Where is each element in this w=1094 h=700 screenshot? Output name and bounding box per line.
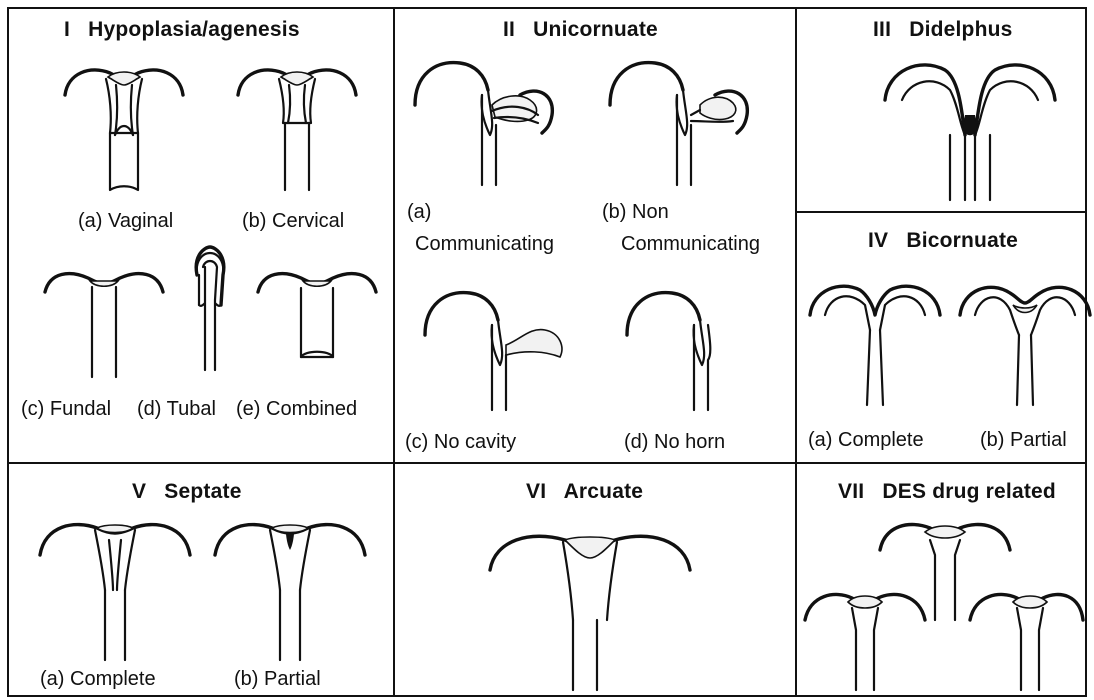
uterus-icon-unicornuate-no-cavity (420, 285, 580, 425)
panel-title-didelphus: III Didelphus (873, 18, 1013, 42)
uterus-icon-cervical (233, 55, 363, 205)
label-communicating: Communicating (415, 232, 554, 256)
label-combined: (e) Combined (236, 397, 357, 421)
uterus-icon-tubal (185, 245, 235, 400)
uterus-icon-unicornuate-communicating (410, 55, 570, 205)
panel-title-hypoplasia: I Hypoplasia/agenesis (64, 18, 300, 42)
label-cervical: (b) Cervical (242, 209, 344, 233)
uterus-icon-vaginal (60, 55, 190, 205)
label-fundal: (c) Fundal (21, 397, 111, 421)
uterus-icon-arcuate (485, 510, 695, 700)
label-bicornuate-partial: (b) Partial (980, 428, 1067, 452)
uterus-icon-fundal (40, 262, 170, 397)
label-non-communicating: Communicating (621, 232, 760, 256)
uterus-icon-septate-complete (35, 500, 195, 670)
panel-title-bicornuate: IV Bicornuate (868, 229, 1018, 253)
uterus-icon-unicornuate-no-horn (622, 285, 742, 425)
label-bicornuate-complete: (a) Complete (808, 428, 924, 452)
label-no-horn: (d) No horn (624, 430, 725, 454)
uterus-icon-unicornuate-noncommunicating (605, 55, 765, 205)
label-vaginal: (a) Vaginal (78, 209, 173, 233)
uterus-icon-septate-partial (210, 500, 370, 670)
uterus-icon-combined (253, 262, 383, 397)
label-septate-complete: (a) Complete (40, 667, 156, 691)
label-septate-partial: (b) Partial (234, 667, 321, 691)
label-no-cavity: (c) No cavity (405, 430, 516, 454)
uterus-icon-des-left (800, 580, 930, 700)
panel-title-arcuate: VI Arcuate (526, 480, 643, 504)
uterus-icon-bicornuate-partial (955, 275, 1094, 420)
uterus-icon-bicornuate-complete (805, 275, 945, 420)
panel-title-unicornuate: II Unicornuate (503, 18, 658, 42)
label-tubal: (d) Tubal (137, 397, 216, 421)
uterus-icon-des-right (965, 580, 1090, 700)
panel-title-des: VII DES drug related (838, 480, 1056, 504)
uterus-icon-didelphus (880, 55, 1060, 210)
